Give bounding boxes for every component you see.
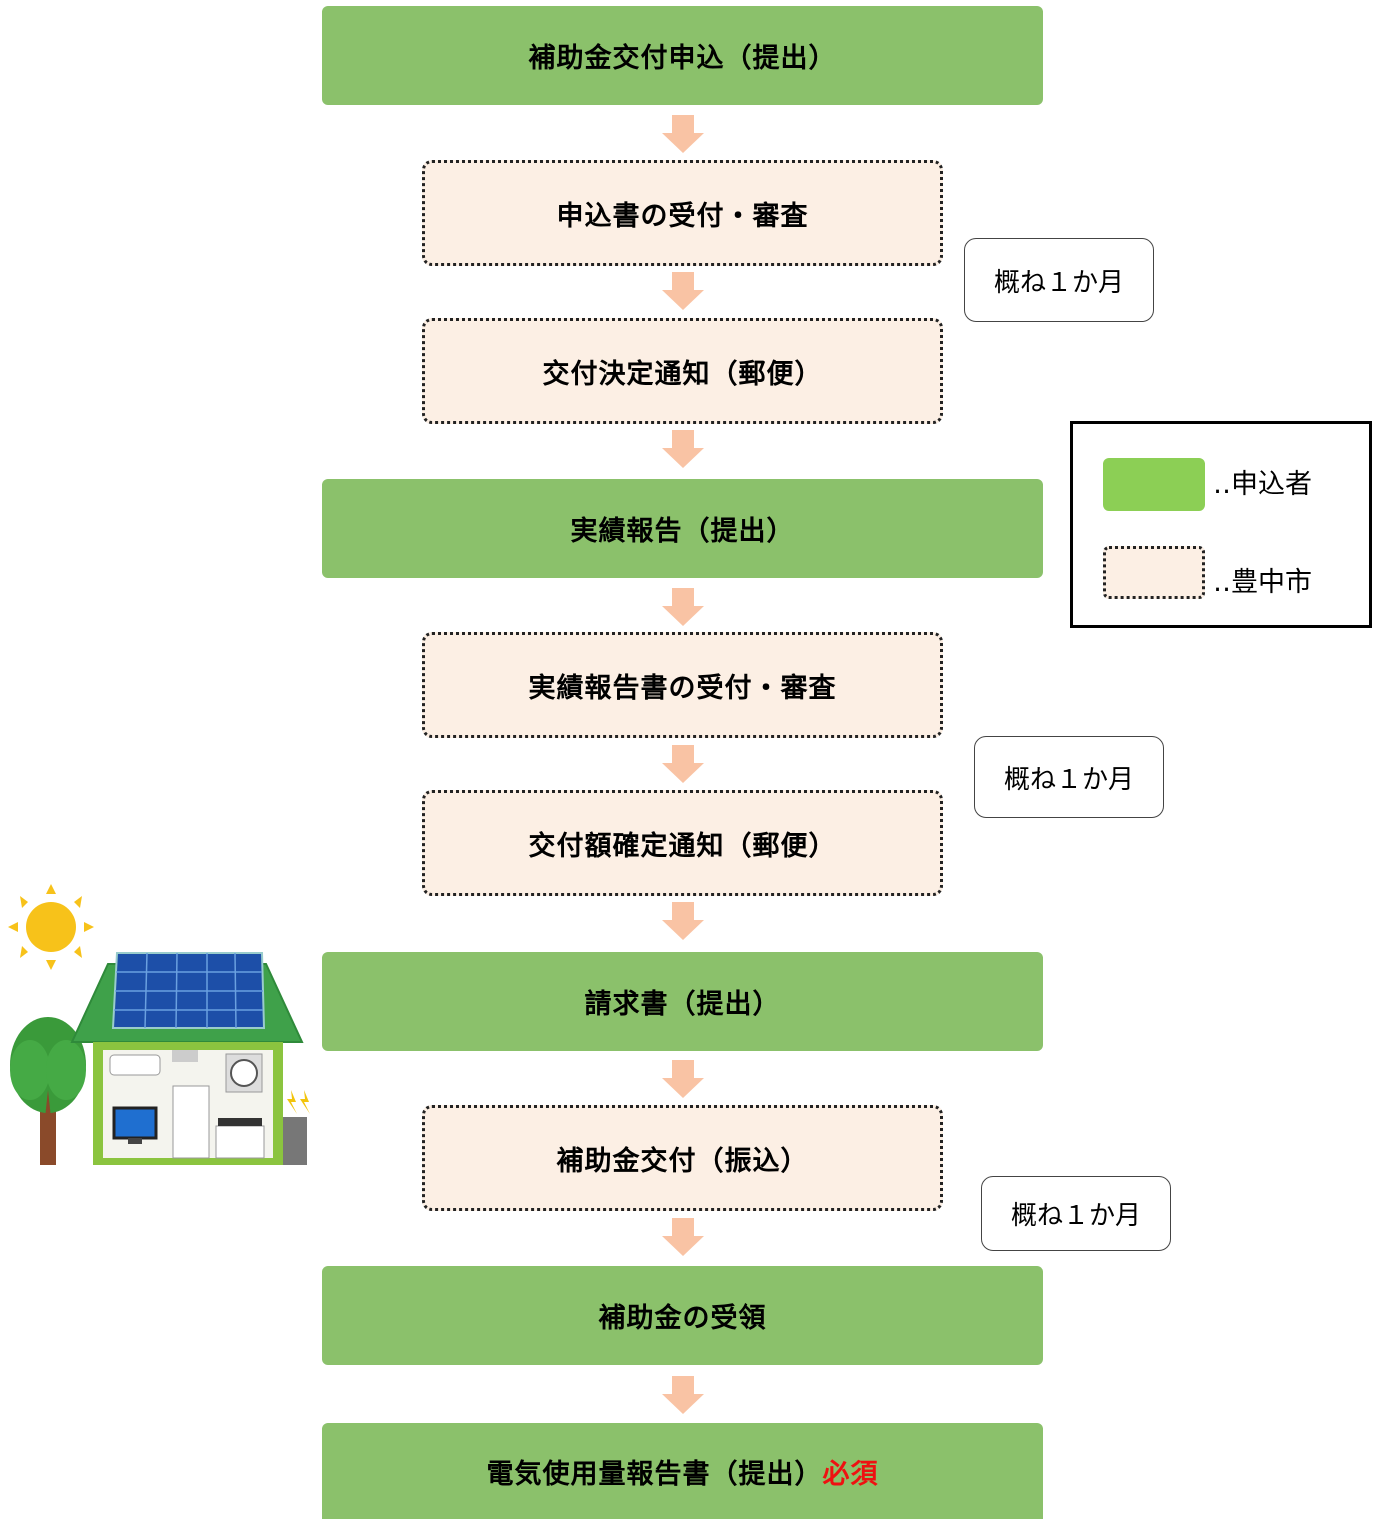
step-electricity-usage-report: 電気使用量報告書（提出）必須 (322, 1423, 1043, 1519)
down-arrow-icon (662, 1376, 704, 1414)
step-application-review: 申込書の受付・審査 (422, 160, 943, 266)
step-label: 補助金の受領 (598, 1303, 767, 1334)
step-label: 申込書の受付・審査 (556, 200, 809, 232)
step-label: 交付額確定通知（郵便） (528, 830, 837, 862)
step-label: 実績報告書の受付・審査 (528, 672, 837, 704)
duration-callout: 概ね１か月 (964, 238, 1154, 322)
step-label: 交付決定通知（郵便） (542, 358, 823, 390)
step-grant-decision-notice: 交付決定通知（郵便） (422, 318, 943, 424)
duration-callout: 概ね１か月 (981, 1176, 1171, 1251)
sun-icon (8, 884, 94, 970)
down-arrow-icon (662, 272, 704, 310)
down-arrow-icon (662, 1218, 704, 1256)
legend-applicant-swatch (1103, 458, 1205, 511)
legend-city-swatch (1103, 546, 1205, 599)
down-arrow-icon (662, 588, 704, 626)
step-invoice: 請求書（提出） (322, 952, 1043, 1051)
legend-applicant-label: ‥申込者 (1213, 469, 1313, 500)
down-arrow-icon (662, 902, 704, 940)
step-subsidy-receipt: 補助金の受領 (322, 1266, 1043, 1365)
down-arrow-icon (662, 115, 704, 153)
legend: ‥申込者 ‥豊中市 (1070, 421, 1372, 628)
step-label: 補助金交付申込（提出） (528, 43, 837, 74)
down-arrow-icon (662, 430, 704, 468)
tree-icon (10, 1017, 86, 1165)
required-mark: 必須 (822, 1458, 879, 1490)
down-arrow-icon (662, 1060, 704, 1098)
step-label: 請求書（提出） (584, 989, 781, 1020)
step-label: 電気使用量報告書（提出） (486, 1458, 823, 1490)
house-solar-illustration (8, 884, 310, 1165)
step-subsidy-payment: 補助金交付（振込） (422, 1105, 943, 1211)
legend-city-label: ‥豊中市 (1213, 567, 1313, 598)
down-arrow-icon (662, 745, 704, 783)
step-label: 補助金交付（振込） (556, 1145, 809, 1177)
step-subsidy-application: 補助金交付申込（提出） (322, 6, 1043, 105)
step-performance-report: 実績報告（提出） (322, 479, 1043, 578)
step-report-review: 実績報告書の受付・審査 (422, 632, 943, 738)
step-label: 実績報告（提出） (570, 516, 795, 547)
solar-panel-icon (111, 952, 266, 1029)
duration-callout: 概ね１か月 (974, 736, 1164, 818)
step-amount-confirmation-notice: 交付額確定通知（郵便） (422, 790, 943, 896)
